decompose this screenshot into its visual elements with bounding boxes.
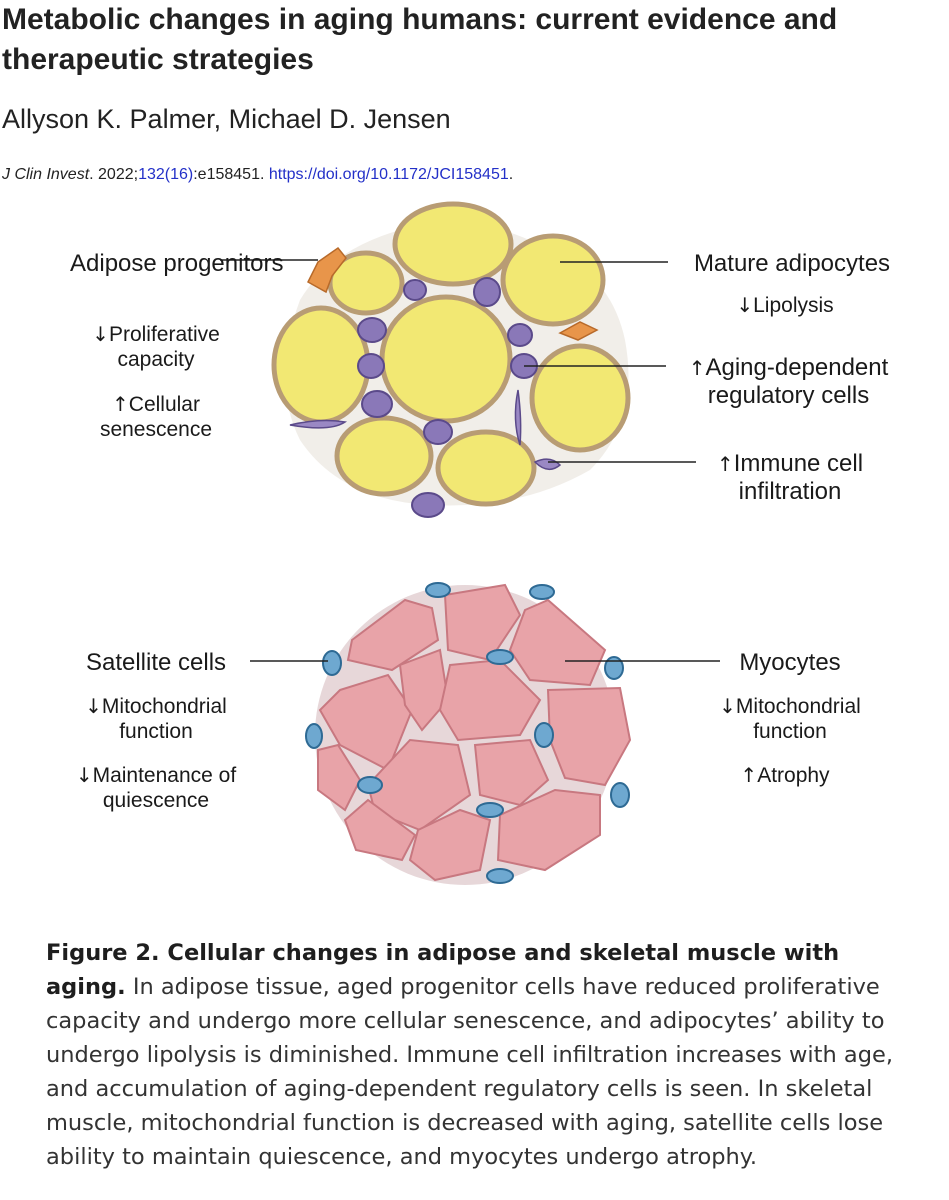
adipocyte bbox=[334, 415, 434, 497]
satellite-cell bbox=[486, 868, 514, 884]
satellite-cell bbox=[305, 723, 323, 749]
regulatory-cells-label: ↑Aging-dependent regulatory cells bbox=[688, 354, 889, 409]
up-arrow-icon: ↑ bbox=[112, 392, 129, 416]
adipose-progenitors-label: Adipose progenitors bbox=[70, 250, 284, 277]
immune-cell bbox=[423, 419, 453, 445]
immune-cell bbox=[361, 390, 393, 418]
myocyte bbox=[473, 738, 550, 807]
down-arrow-icon: ↓ bbox=[75, 763, 93, 787]
down-arrow-icon: ↓ bbox=[85, 694, 102, 718]
citation-end: . bbox=[508, 166, 514, 183]
citation-year: . 2022; bbox=[89, 166, 139, 183]
figure-illustration bbox=[220, 201, 720, 885]
immune-cell bbox=[473, 277, 501, 307]
satellite-cell bbox=[534, 722, 554, 748]
adipose-tissue-illustration bbox=[220, 201, 696, 518]
immune-cell bbox=[403, 279, 427, 301]
satellite-cell bbox=[610, 782, 630, 808]
down-arrow-icon: ↓ bbox=[92, 322, 109, 346]
mature-adipocytes-label: Mature adipocytes bbox=[693, 250, 891, 277]
satellite-cell bbox=[529, 584, 555, 600]
progenitor-cell bbox=[558, 321, 599, 341]
adipocyte bbox=[392, 201, 514, 287]
caption-body: In adipose tissue, aged progenitor cells… bbox=[46, 974, 893, 1170]
satellite-cell bbox=[604, 656, 624, 680]
myocyte bbox=[496, 788, 601, 872]
immune-cell bbox=[411, 492, 445, 518]
citation: J Clin Invest. 2022;132(16):e158451. htt… bbox=[2, 166, 513, 184]
up-arrow-icon: ↑ bbox=[740, 763, 758, 787]
satellite-cell bbox=[357, 776, 383, 794]
myocyte bbox=[317, 743, 362, 812]
immune-cell bbox=[357, 353, 385, 379]
adipocyte bbox=[379, 294, 513, 424]
adipocyte bbox=[435, 429, 537, 507]
regulatory-cell bbox=[289, 419, 348, 429]
myocytes-atrophy: ↑Atrophy bbox=[740, 763, 830, 787]
doi-link[interactable]: https://doi.org/10.1172/JCI158451 bbox=[268, 166, 509, 183]
adipocyte bbox=[500, 233, 606, 327]
myocyte bbox=[508, 598, 607, 687]
satellite-cell bbox=[425, 582, 451, 598]
progenitor-cell bbox=[307, 246, 347, 294]
satellite-cell bbox=[486, 649, 514, 665]
up-arrow-icon: ↑ bbox=[688, 356, 706, 380]
adipocyte bbox=[529, 343, 631, 453]
volume-issue-link[interactable]: 132(16) bbox=[138, 166, 194, 183]
myocytes-label: Myocytes bbox=[739, 649, 841, 676]
figure-caption: Figure 2. Cellular changes in adipose an… bbox=[46, 936, 926, 1174]
myocyte bbox=[443, 583, 522, 662]
satellite-cell bbox=[476, 802, 504, 818]
immune-cell bbox=[357, 317, 387, 343]
progenitors-senescence: ↑Cellular senescence bbox=[99, 392, 213, 441]
myocyte bbox=[398, 648, 450, 732]
satellite-cell bbox=[322, 650, 342, 676]
paper-title: Metabolic changes in aging humans: curre… bbox=[2, 3, 838, 76]
journal-name: J Clin Invest bbox=[2, 166, 90, 183]
myocytes-mitochondrial: ↓Mitochondrial function bbox=[719, 694, 861, 743]
immune-infiltration-label: ↑Immune cell infiltration bbox=[716, 450, 864, 505]
citation-article: :e158451. bbox=[193, 166, 269, 183]
immune-cell bbox=[507, 323, 533, 347]
myocyte bbox=[408, 808, 492, 882]
down-arrow-icon: ↓ bbox=[719, 694, 736, 718]
myocyte bbox=[346, 598, 440, 672]
adipocyte bbox=[271, 305, 371, 425]
caption-heading: Figure 2. Cellular changes in adipose an… bbox=[46, 940, 840, 1000]
down-arrow-icon: ↓ bbox=[736, 293, 754, 317]
regulatory-cell bbox=[514, 389, 522, 446]
muscle-illustration bbox=[250, 582, 720, 885]
satellite-quiescence: ↓Maintenance of quiescence bbox=[75, 763, 237, 812]
mature-lipolysis: ↓Lipolysis bbox=[736, 293, 834, 317]
paper-authors: Allyson K. Palmer, Michael D. Jensen bbox=[2, 104, 451, 134]
satellite-mitochondrial: ↓Mitochondrial function bbox=[85, 694, 227, 743]
myocyte bbox=[343, 798, 417, 862]
progenitors-proliferative: ↓Proliferative capacity bbox=[92, 322, 220, 371]
satellite-cells-label: Satellite cells bbox=[85, 649, 227, 676]
up-arrow-icon: ↑ bbox=[716, 452, 734, 476]
